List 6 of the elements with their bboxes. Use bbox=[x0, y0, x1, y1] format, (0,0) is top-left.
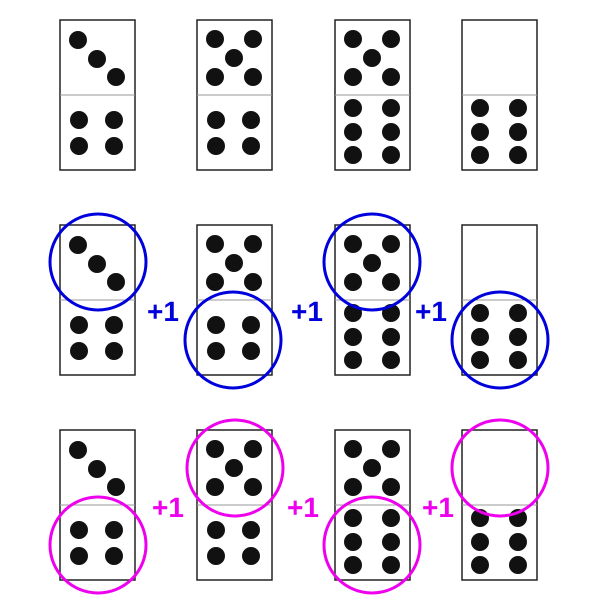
increment-label: +1 bbox=[291, 298, 323, 326]
increment-label: +1 bbox=[152, 494, 184, 522]
increment-label: +1 bbox=[147, 298, 179, 326]
increment-label: +1 bbox=[415, 298, 447, 326]
increment-label: +1 bbox=[422, 494, 454, 522]
increment-label: +1 bbox=[287, 494, 319, 522]
